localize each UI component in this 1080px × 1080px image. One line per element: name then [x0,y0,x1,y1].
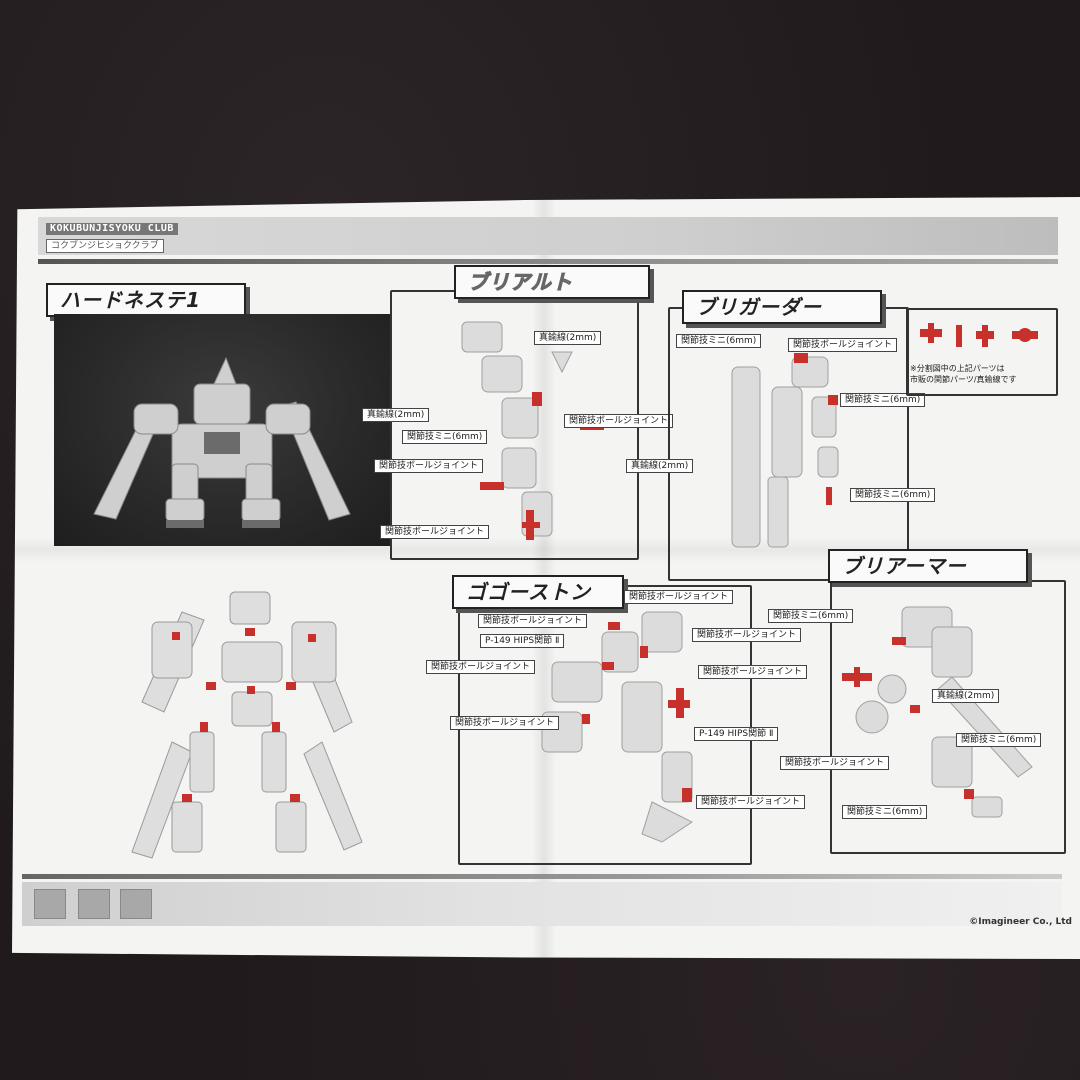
b3-label-ball-6: 関節技ボールジョイント [450,716,560,730]
brand-romaji: KOKUBUNJISYOKU CLUB [46,223,178,235]
b3-label-ball-5: 関節技ボールジョイント [698,665,808,679]
b1-label-mini: 関節技ミニ(6mm) [402,430,488,444]
b3-label-hips-2: P-149 HIPS関節 Ⅱ [694,727,779,741]
b1-label-ball-3: 関節技ボールジョイント [380,525,490,539]
section-b2-title: ブリガーダー [682,290,882,324]
footer-bar [22,882,1062,926]
b4-label-mini: 関節技ミニ(6mm) [768,609,854,623]
b4-label-mini-2: 関節技ミニ(6mm) [956,733,1042,747]
b4-label-ball: 関節技ボールジョイント [780,756,890,770]
legend-note: ※分割図中の上記パーツは 市販の関節パーツ/真鍮線です [910,363,1050,385]
legend-parts [920,323,1038,347]
model-photo [54,314,390,546]
legend-note-line2: 市販の関節パーツ/真鍮線です [910,375,1017,384]
section-b2-parts [731,353,839,548]
b3-label-ball-7: 関節技ボールジョイント [696,795,806,809]
header-bar [38,217,1058,255]
b1-label-brass-2: 真鍮線(2mm) [362,408,430,422]
b3-label-ball-1: 関節技ボールジョイント [624,590,734,604]
b2-label-brass: 真鍮線(2mm) [626,459,694,473]
b4-label-brass: 真鍮線(2mm) [932,689,1000,703]
b3-label-ball-4: 関節技ボールジョイント [426,660,536,674]
b3-label-hips: P-149 HIPS関節 Ⅱ [480,634,565,648]
brand-katakana: コクブンジヒショククラブ [46,239,164,253]
instruction-sheet: KOKUBUNJISYOKU CLUB コクブンジヒショククラブ ハードネステ1 [12,197,1080,959]
exploded-view-main [131,591,363,859]
legend-box [906,308,1058,396]
copyright-text: ©Imagineer Co., Ltd [969,917,1072,927]
b1-label-brass: 真鍮線(2mm) [534,331,602,345]
robot-photo-figure [93,356,351,528]
footer-stripe [22,874,1062,879]
legend-note-line1: ※分割図中の上記パーツは [910,364,1005,373]
b2-label-mini-2: 関節技ミニ(6mm) [840,393,926,407]
b2-label-mini: 関節技ミニ(6mm) [676,334,762,348]
b1-label-ball: 関節技ボールジョイント [564,414,674,428]
b2-label-ball: 関節技ボールジョイント [788,338,898,352]
section-b4-parts [842,606,1033,818]
footer-logo-1 [34,889,66,919]
section-b1-title: ブリアルト [454,265,650,299]
footer-logo-2 [78,889,110,919]
section-b4-title: ブリアーマー [828,549,1028,583]
main-title: ハードネステ1 [46,283,246,317]
section-b3-parts [541,611,693,843]
b3-label-ball-2: 関節技ボールジョイント [478,614,588,628]
b4-label-mini-3: 関節技ミニ(6mm) [842,805,928,819]
b2-label-mini-3: 関節技ミニ(6mm) [850,488,936,502]
footer-logo-3 [120,889,152,919]
section-b3-title: ゴゴーストン [452,575,624,609]
b3-label-ball-3: 関節技ボールジョイント [692,628,802,642]
header-stripe [38,259,1058,264]
b1-label-ball-2: 関節技ボールジョイント [374,459,484,473]
